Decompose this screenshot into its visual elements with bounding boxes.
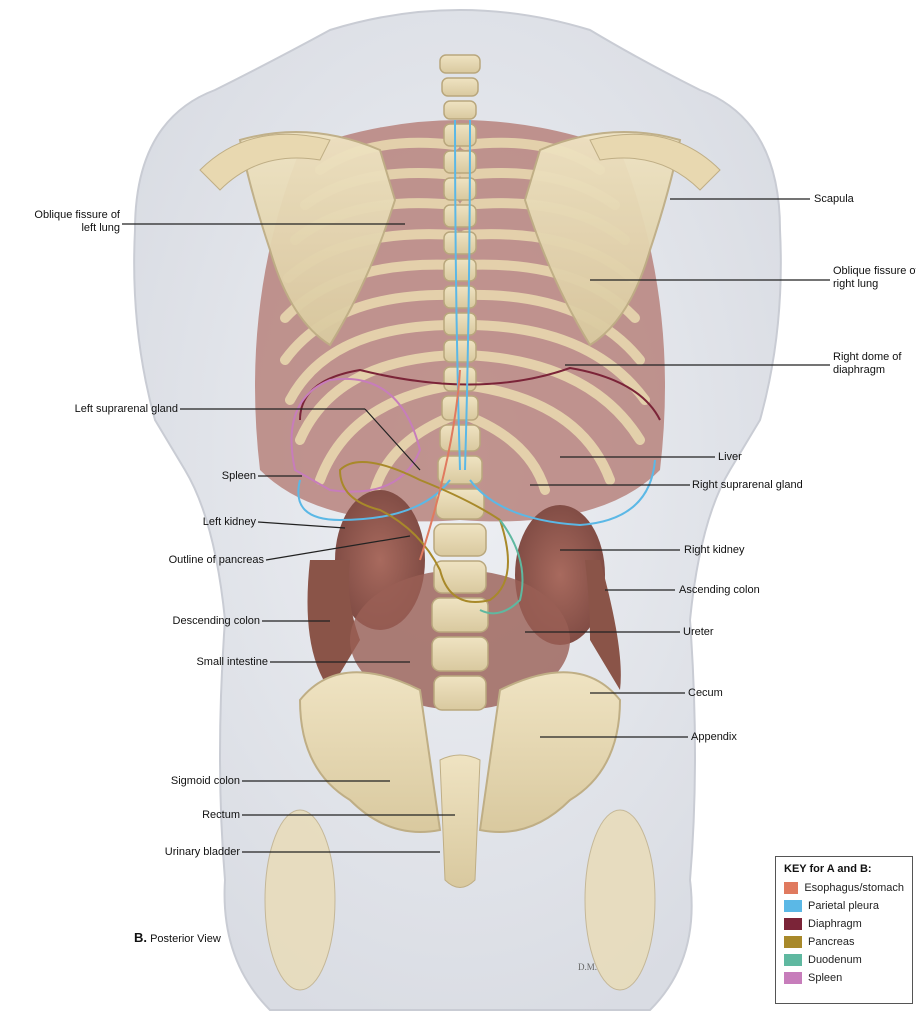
artist-signature: D.M. — [578, 962, 598, 972]
label-right-dome-line1: Right dome of — [833, 351, 902, 363]
label-oblique-right-line2: right lung — [833, 278, 879, 290]
swatch-esophagus-stomach — [784, 882, 799, 894]
swatch-parietal-pleura — [784, 900, 802, 912]
label-small-intestine: Small intestine — [196, 656, 268, 668]
color-key: KEY for A and B: Esophagus/stomach Parie… — [775, 856, 913, 1004]
key-item-pancreas: Pancreas — [784, 933, 904, 951]
swatch-diaphragm — [784, 918, 802, 930]
label-ascending-colon: Ascending colon — [679, 584, 760, 596]
key-item-spleen: Spleen — [784, 969, 904, 987]
label-liver: Liver — [718, 451, 742, 463]
label-rectum: Rectum — [202, 809, 240, 821]
swatch-spleen — [784, 972, 802, 984]
swatch-duodenum — [784, 954, 802, 966]
key-label: Diaphragm — [808, 918, 862, 930]
label-sigmoid-colon: Sigmoid colon — [170, 775, 240, 787]
key-label: Duodenum — [808, 954, 862, 966]
scapulae — [199, 131, 721, 347]
label-urinary-bladder: Urinary bladder — [164, 846, 240, 858]
label-left-kidney: Left kidney — [202, 516, 256, 528]
view-caption: B. Posterior View — [134, 930, 221, 945]
label-right-kidney: Right kidney — [684, 544, 745, 556]
key-item-parietal-pleura: Parietal pleura — [784, 897, 904, 915]
label-oblique-right-line1: Oblique fissure of — [833, 265, 916, 277]
label-cecum: Cecum — [688, 687, 723, 699]
key-item-esophagus-stomach: Esophagus/stomach — [784, 879, 904, 897]
label-oblique-left-line1: Oblique fissure of — [34, 209, 120, 221]
key-label: Pancreas — [808, 936, 855, 948]
view-title: Posterior View — [150, 933, 221, 945]
label-ureter: Ureter — [683, 626, 714, 638]
label-scapula: Scapula — [814, 193, 854, 205]
structure-outlines — [290, 119, 661, 615]
key-title: KEY for A and B: — [784, 863, 872, 875]
label-oblique-left-line2: left lung — [81, 222, 120, 234]
label-outline-of-pancreas: Outline of pancreas — [168, 554, 264, 566]
swatch-pancreas — [784, 936, 802, 948]
key-label: Spleen — [808, 972, 843, 984]
label-right-suprarenal-gland: Right suprarenal gland — [692, 479, 803, 491]
vertebral-column — [431, 54, 489, 711]
leader-lines — [122, 198, 830, 853]
label-left-suprarenal-gland: Left suprarenal gland — [74, 403, 178, 415]
label-right-dome-diaphragm: Right dome of diaphragm — [833, 351, 901, 377]
key-label: Esophagus/stomach — [804, 882, 904, 894]
key-item-duodenum: Duodenum — [784, 951, 904, 969]
pelvis — [264, 671, 656, 991]
key-item-diaphragm: Diaphragm — [784, 915, 904, 933]
label-appendix: Appendix — [691, 731, 737, 743]
label-oblique-fissure-right: Oblique fissure of right lung — [833, 265, 916, 291]
label-descending-colon: Descending colon — [172, 615, 260, 627]
view-prefix: B. — [134, 930, 147, 945]
label-right-dome-line2: diaphragm — [833, 364, 885, 376]
label-oblique-fissure-left: Oblique fissure of left lung — [10, 209, 120, 235]
label-spleen: Spleen — [221, 470, 256, 482]
key-label: Parietal pleura — [808, 900, 879, 912]
